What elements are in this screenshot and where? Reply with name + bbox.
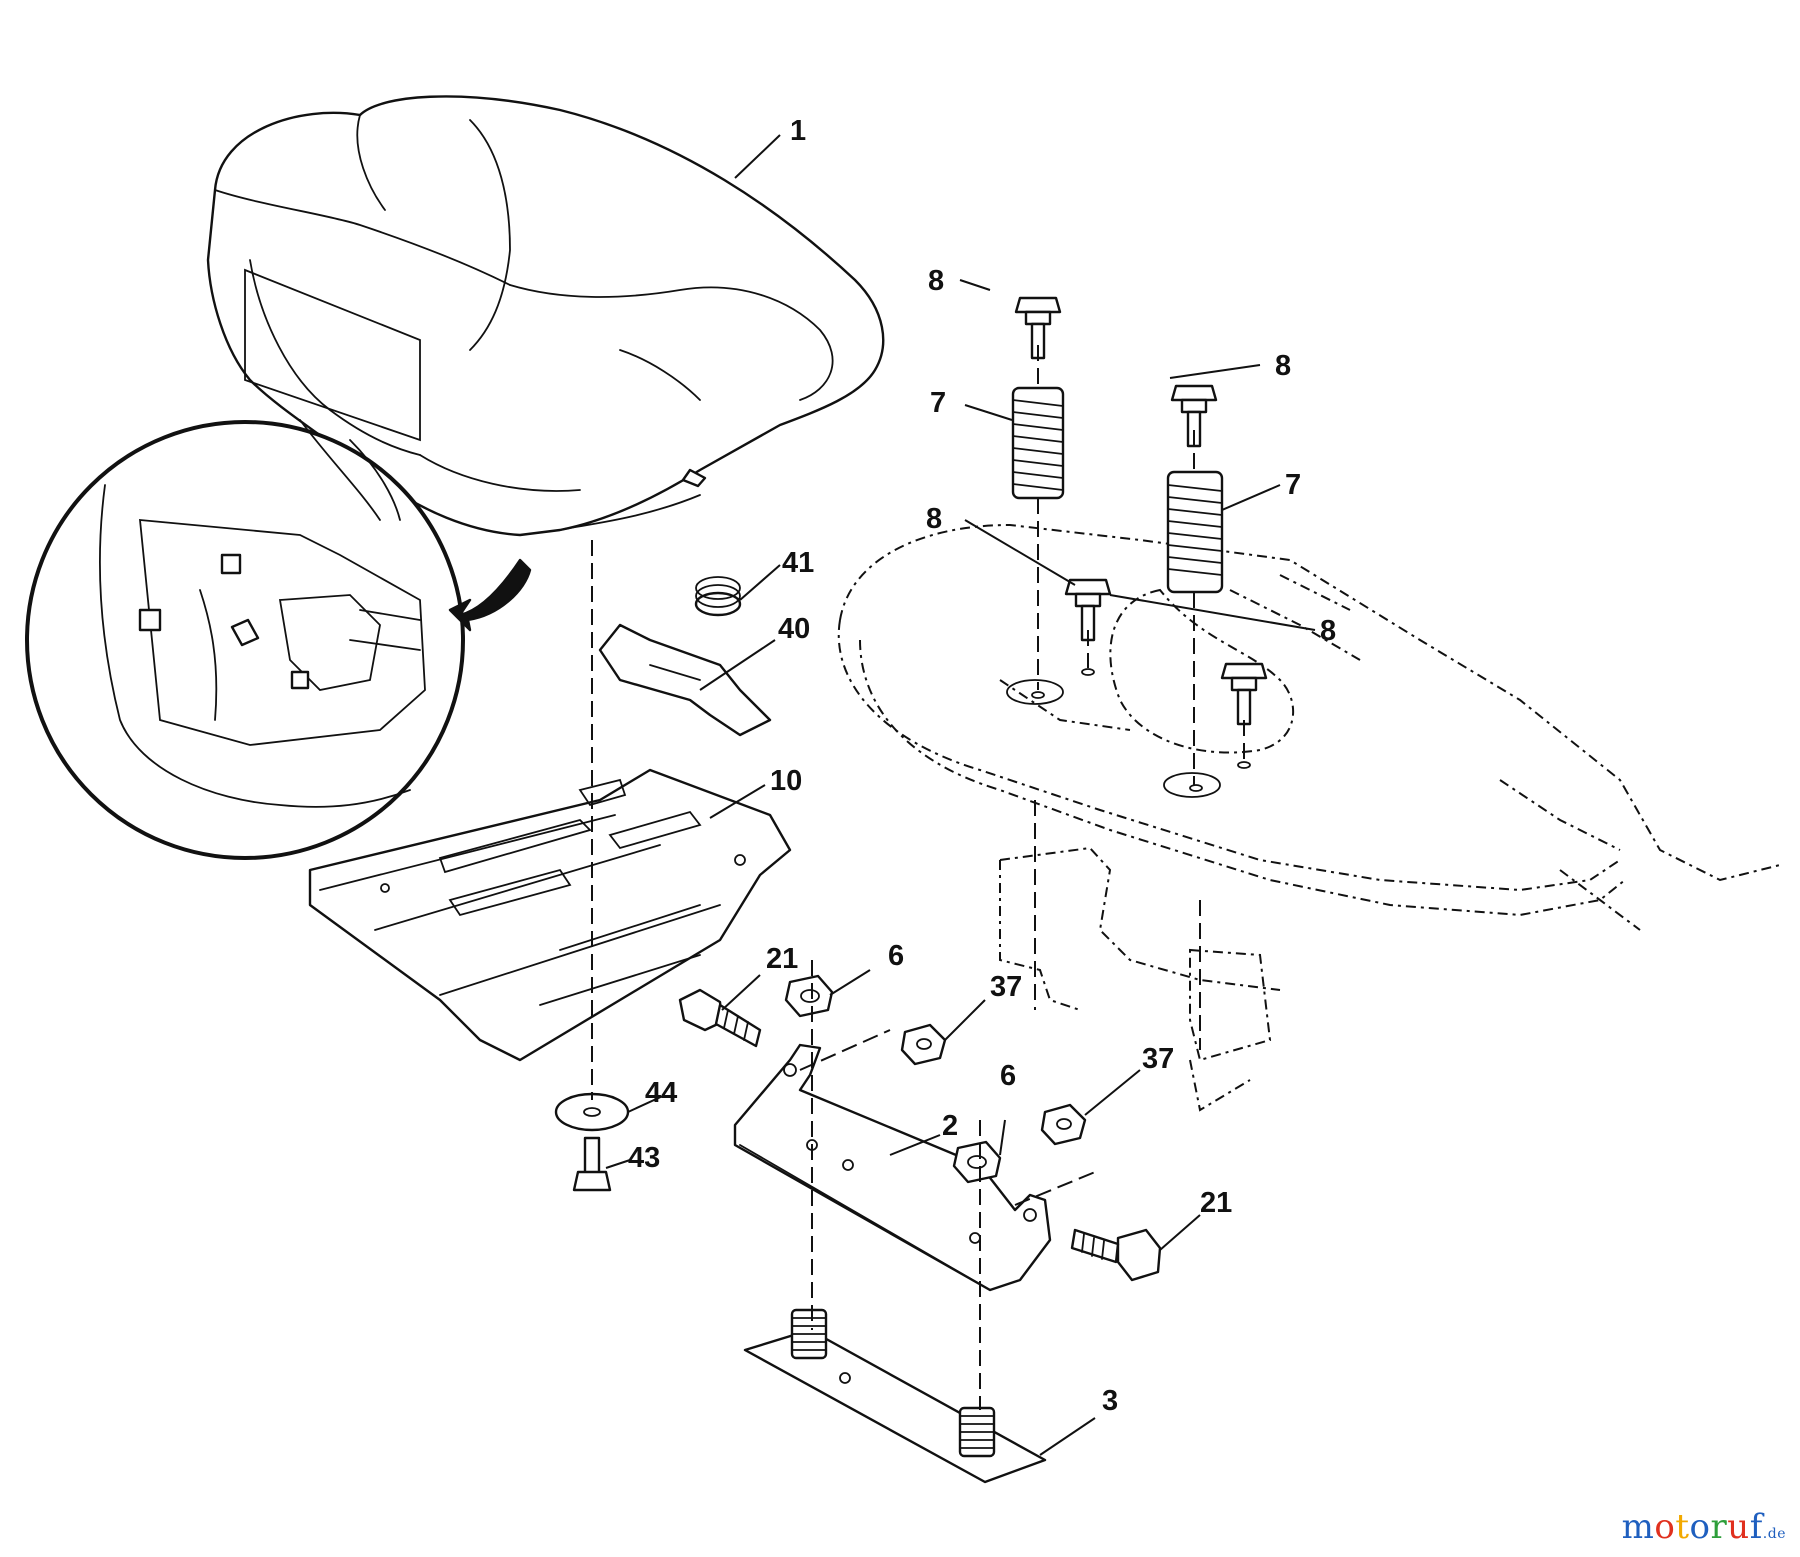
bolt-mid-right: [1220, 662, 1268, 726]
mounting-bracket: [733, 1043, 1052, 1292]
callout-7-a: 7: [930, 387, 946, 419]
callout-7-b: 7: [1285, 469, 1301, 501]
watermark-letter-f: f: [1749, 1507, 1763, 1547]
bolt-top-left: [1014, 296, 1062, 360]
hardware: [554, 974, 1162, 1282]
callout-6-b: 6: [1000, 1060, 1016, 1092]
spring-right: [1166, 470, 1224, 594]
callout-21-b: 21: [1200, 1187, 1232, 1219]
callout-8-a: 8: [928, 265, 944, 297]
springs-and-bolts: [1006, 296, 1268, 798]
bolt-mid-left: [1064, 578, 1112, 642]
bolt-43: [572, 1136, 612, 1192]
detail-view: [25, 419, 532, 860]
callout-3: 3: [1102, 1385, 1118, 1417]
watermark-logo: motoruf.de: [1622, 1507, 1786, 1547]
bolt-top-right: [1170, 384, 1218, 448]
nut-37-lower: [1040, 1103, 1087, 1146]
seat: [206, 95, 885, 537]
callout-8-c: 8: [926, 503, 942, 535]
leader-lines: [605, 134, 1316, 1456]
watermark-letter-o1: o: [1654, 1507, 1676, 1547]
assembly-lines: [591, 345, 1245, 1410]
bolt-21-lower: [1070, 1228, 1162, 1282]
bolt-21-upper: [678, 988, 762, 1048]
callout-2: 2: [942, 1110, 958, 1142]
watermark-letter-t: t: [1675, 1507, 1690, 1547]
callout-8-d: 8: [1320, 615, 1336, 647]
nut-37-top: [900, 1023, 947, 1066]
callout-44: 44: [645, 1077, 677, 1109]
phantom-frame: [837, 523, 1781, 1112]
callout-8-b: 8: [1275, 350, 1291, 382]
callout-41: 41: [782, 547, 814, 579]
callout-37-b: 37: [1142, 1043, 1174, 1075]
callout-40: 40: [778, 613, 810, 645]
callout-6-a: 6: [888, 940, 904, 972]
callouts: 1 8 7 8 8 7 8 41 40 10 21 6 37 37 6 2 44…: [628, 115, 1336, 1417]
callout-43: 43: [628, 1142, 660, 1174]
watermark-letter-o2: o: [1689, 1507, 1711, 1547]
watermark-letter-u: u: [1727, 1507, 1750, 1547]
callout-37-a: 37: [990, 971, 1022, 1003]
callout-21-a: 21: [766, 943, 798, 975]
base-plate: [743, 1308, 1047, 1484]
spring-left: [1011, 386, 1065, 500]
nut-6-lower: [952, 1140, 1002, 1184]
seat-pan: [308, 768, 792, 1062]
nut-6-top: [784, 974, 834, 1018]
watermark-letter-m: m: [1621, 1507, 1655, 1547]
callout-10: 10: [770, 765, 802, 797]
callout-1: 1: [790, 115, 806, 147]
clip-and-spring: [598, 576, 772, 737]
watermark-tld: .de: [1762, 1526, 1786, 1542]
watermark-letter-r: r: [1710, 1507, 1728, 1547]
